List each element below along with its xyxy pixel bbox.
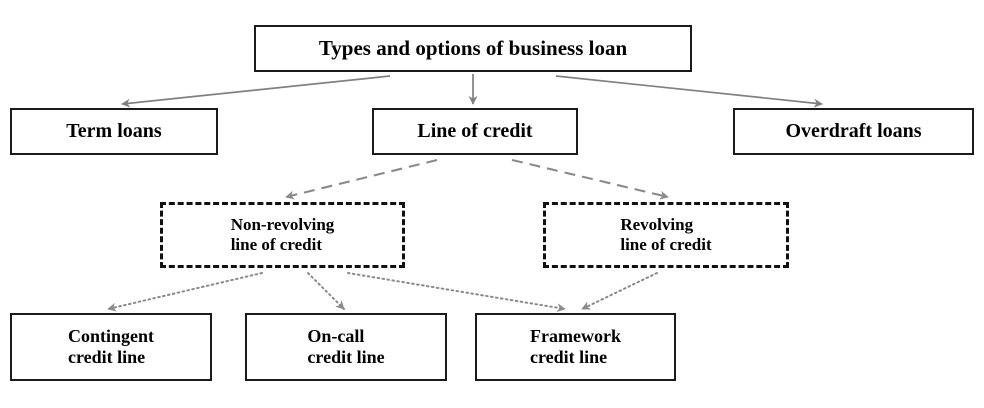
connector-non-revolving-to-framework: [347, 272, 566, 313]
node-revolving-line-of-credit[interactable]: Revolving line of credit: [543, 202, 789, 268]
node-line-of-credit[interactable]: Line of credit: [372, 108, 578, 155]
node-term-loans[interactable]: Term loans: [10, 108, 218, 155]
node-label-non-revolving-line-of-credit: Non-revolving line of credit: [230, 215, 335, 254]
node-label-term-loans: Term loans: [66, 119, 162, 142]
node-label-on-call-credit-line: On-call credit line: [307, 326, 385, 367]
node-root[interactable]: Types and options of business loan: [254, 25, 692, 72]
connector-non-revolving-to-contingent: [107, 272, 263, 312]
node-label-contingent-credit-line: Contingent credit line: [67, 326, 154, 367]
node-label-line-of-credit: Line of credit: [417, 119, 533, 142]
connector-line-of-credit-to-revolving: [511, 158, 669, 200]
node-non-revolving-line-of-credit[interactable]: Non-revolving line of credit: [160, 202, 405, 268]
connector-root-to-overdraft-loans: [555, 75, 823, 108]
node-label-root: Types and options of business loan: [318, 36, 628, 61]
node-contingent-credit-line[interactable]: Contingent credit line: [10, 313, 212, 381]
node-on-call-credit-line[interactable]: On-call credit line: [245, 313, 447, 381]
node-label-overdraft-loans: Overdraft loans: [785, 119, 922, 142]
node-framework-credit-line[interactable]: Framework credit line: [475, 313, 676, 381]
connector-root-to-term-loans: [121, 75, 391, 108]
node-label-revolving-line-of-credit: Revolving line of credit: [620, 215, 712, 254]
node-overdraft-loans[interactable]: Overdraft loans: [733, 108, 974, 155]
node-label-framework-credit-line: Framework credit line: [530, 326, 621, 367]
connector-non-revolving-to-on-call: [307, 272, 345, 310]
connector-revolving-to-framework: [581, 272, 658, 310]
connector-line-of-credit-to-non-revolving: [285, 158, 438, 200]
